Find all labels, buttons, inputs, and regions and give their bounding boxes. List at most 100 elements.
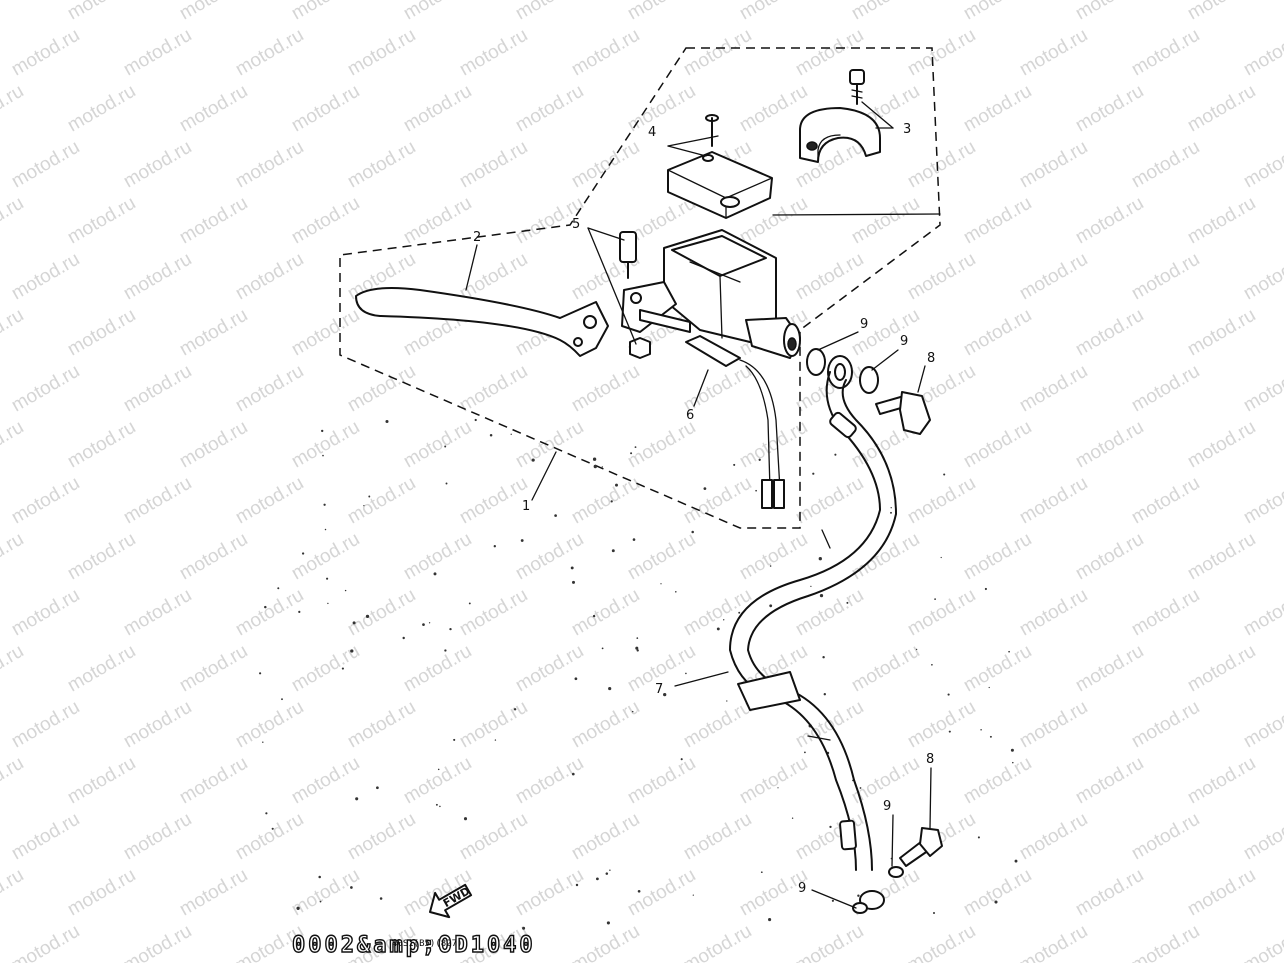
assembly-boundary (339, 47, 941, 529)
watermark-text: motod.ru (904, 473, 979, 529)
watermark-text: motod.ru (904, 249, 979, 305)
speckle (439, 805, 441, 808)
watermark-text: motod.ru (792, 473, 867, 529)
speckle (634, 446, 637, 449)
washer-lower-1 (888, 866, 904, 878)
speckle (685, 672, 687, 675)
watermark-text: motod.ru (568, 697, 643, 753)
watermark-text: motod.ru (1240, 809, 1284, 865)
watermark-text: motod.ru (64, 753, 139, 809)
speckle (984, 587, 987, 591)
speckle (932, 911, 936, 915)
speckle (829, 825, 832, 829)
speckle (444, 445, 447, 448)
speckle (323, 503, 326, 506)
watermark-text: motod.ru (344, 809, 419, 865)
callout-8-lower: 8 (926, 752, 934, 767)
speckle (680, 758, 683, 761)
callout-1: 1 (522, 499, 530, 514)
watermark-text: motod.ru (400, 0, 475, 24)
watermark-text: motod.ru (568, 361, 643, 417)
watermark-text: motod.ru (1016, 249, 1091, 305)
watermark-text: motod.ru (512, 529, 587, 585)
watermark-text: motod.ru (64, 193, 139, 249)
speckle (943, 473, 946, 476)
watermark-text: motod.ru (1072, 417, 1147, 473)
speckle (632, 538, 636, 541)
speckle (822, 655, 825, 659)
speckle (522, 926, 526, 930)
watermark-text: motod.ru (792, 249, 867, 305)
clamp-bolt (849, 69, 865, 105)
speckle (350, 649, 354, 653)
watermark-text: motod.ru (1016, 473, 1091, 529)
watermark-text: motod.ru (1240, 585, 1284, 641)
speckle (915, 648, 918, 651)
union-bolt-lower (899, 827, 943, 867)
watermark-text: motod.ru (232, 249, 307, 305)
speckle (259, 672, 262, 675)
speckle (520, 539, 524, 542)
speckle (344, 589, 347, 592)
watermark-text: motod.ru (568, 473, 643, 529)
speckle (510, 433, 512, 435)
watermark-text: motod.ru (1184, 193, 1259, 249)
speckle (428, 622, 431, 624)
watermark-text: motod.ru (456, 137, 531, 193)
watermark-text: motod.ru (848, 641, 923, 697)
watermark-text: motod.ru (288, 305, 363, 361)
watermark-text: motod.ru (232, 473, 307, 529)
watermark-text: motod.ru (1016, 585, 1091, 641)
speckle (453, 738, 456, 741)
watermark-text: motod.ru (1016, 25, 1091, 81)
speckle (890, 507, 892, 509)
speckle (1014, 859, 1018, 863)
speckle (435, 803, 438, 806)
watermark-text: motod.ru (1016, 921, 1091, 963)
watermark-text: motod.ru (736, 0, 811, 24)
speckle (846, 601, 849, 604)
speckle (755, 489, 757, 492)
watermark-text: motod.ru (1128, 137, 1203, 193)
watermark-text: motod.ru (120, 25, 195, 81)
watermark-text: motod.ru (1016, 361, 1091, 417)
watermark-text: motod.ru (960, 0, 1035, 24)
speckle (733, 463, 736, 466)
speckle (948, 730, 951, 733)
watermark-text: motod.ru (680, 25, 755, 81)
watermark-text: motod.ru (1184, 417, 1259, 473)
watermark-text: motod.ru (1128, 585, 1203, 641)
speckle (474, 418, 477, 422)
watermark-text: motod.ru (1128, 25, 1203, 81)
speckle (947, 693, 950, 696)
speckle (931, 663, 933, 666)
speckle (468, 602, 471, 605)
speckle (726, 700, 728, 702)
watermark-text: motod.ru (1184, 305, 1259, 361)
watermark-text: motod.ru (1184, 81, 1259, 137)
watermark-text: motod.ru (0, 193, 27, 249)
speckle (605, 872, 609, 875)
watermark-text: motod.ru (176, 0, 251, 24)
watermark-text: motod.ru (960, 529, 1035, 585)
speckle (980, 728, 982, 731)
watermark-text: motod.ru (400, 193, 475, 249)
watermark-text: motod.ru (1128, 809, 1203, 865)
watermark-text: motod.ru (8, 361, 83, 417)
speckle (818, 557, 822, 561)
watermark-text: motod.ru (848, 0, 923, 24)
watermark-text: motod.ru (1128, 249, 1203, 305)
speckle (365, 614, 370, 619)
watermark-text: motod.ru (400, 641, 475, 697)
watermark-text: motod.ru (176, 529, 251, 585)
watermark-text: motod.ru (456, 249, 531, 305)
watermark-text: motod.ru (1016, 809, 1091, 865)
callout-9-c: 9 (883, 799, 891, 814)
speckle (355, 797, 359, 801)
speckle (449, 627, 452, 631)
watermark-text: motod.ru (1072, 641, 1147, 697)
watermark-text: motod.ru (1240, 25, 1284, 81)
speckle (606, 921, 610, 925)
union-bolt-upper (875, 391, 931, 435)
watermark-text: motod.ru (456, 809, 531, 865)
